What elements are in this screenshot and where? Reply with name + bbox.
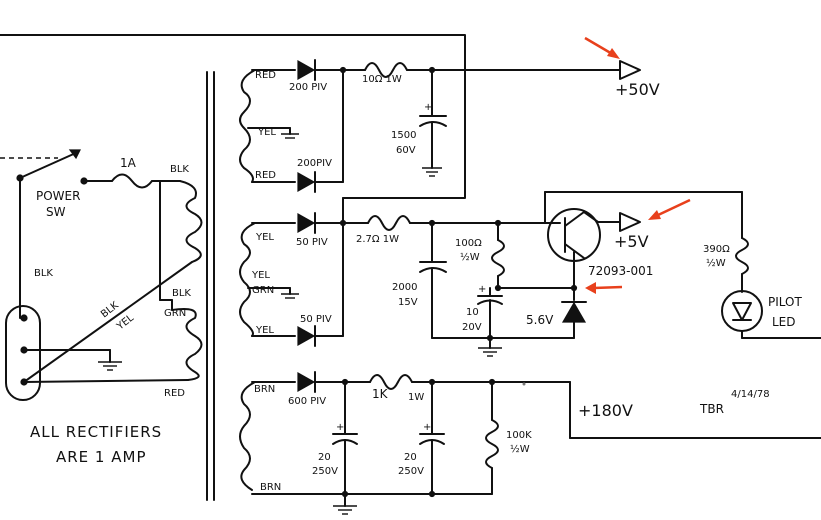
cap-2000-label: 2000 [392, 282, 417, 293]
resistor-100k-watt: ½W [510, 443, 530, 455]
pilot-label: PILOT [768, 295, 802, 309]
wire-red-c: RED [164, 388, 185, 399]
secondary-50v: + [239, 59, 641, 193]
wire-blk-c: BLK [99, 300, 121, 321]
wire-blk-b: BLK [34, 268, 53, 279]
svg-text:+: + [336, 422, 344, 433]
wire-brn-b: BRN [260, 482, 281, 493]
cap-2000-voltage: 15V [398, 297, 418, 308]
svg-text:+: + [424, 102, 432, 113]
signature: TBR [699, 402, 724, 416]
secondary-5v: + [239, 191, 821, 357]
cap-1500-label: 1500 [391, 130, 416, 141]
cap-20b-label: 20 [404, 452, 417, 463]
wire-grn-2: GRN [252, 285, 274, 296]
diode-200piv-b: 200PIV [297, 158, 332, 169]
power-label: POWER [36, 189, 80, 203]
note-line-1: ALL RECTIFIERS [30, 423, 162, 441]
resistor-10-label: 10Ω 1W [362, 74, 402, 85]
cap-1500-voltage: 60V [396, 145, 416, 156]
cap-10-label: 10 [466, 307, 479, 318]
primary-circuit [0, 34, 466, 401]
labels: RED YEL RED 200 PIV 200PIV 10Ω 1W 1500 6… [30, 70, 802, 493]
diode-600piv: 600 PIV [288, 396, 326, 407]
cap-20a-voltage: 250V [312, 466, 338, 477]
led-label: LED [772, 315, 796, 329]
wire-yel-2c: YEL [255, 325, 274, 336]
resistor-1k-watt: 1W [408, 392, 424, 403]
resistor-390-watt: ½W [706, 257, 726, 269]
wire-yel-2b: YEL [251, 270, 270, 281]
wire-blk-d: BLK [172, 288, 191, 299]
annotation-arrows [584, 36, 691, 294]
diode-50piv-a: 50 PIV [296, 237, 328, 248]
cap-20a-label: 20 [318, 452, 331, 463]
resistor-100-watt: ½W [460, 251, 480, 263]
resistor-390-label: 390Ω [703, 244, 730, 255]
wire-yel-top: YEL [257, 127, 276, 138]
resistor-2-7-label: 2.7Ω 1W [356, 234, 399, 245]
wire-red-top: RED [255, 70, 276, 81]
note-line-2: ARE 1 AMP [56, 448, 147, 466]
wire-brn-a: BRN [254, 384, 275, 395]
svg-text:+: + [423, 422, 431, 433]
output-50v-label: +50V [615, 80, 660, 99]
switch-label: SW [46, 205, 66, 219]
resistor-100-label: 100Ω [455, 238, 482, 249]
resistor-1k-label: 1K [372, 387, 389, 401]
svg-text:+: + [478, 284, 486, 295]
output-180v-label: +180V [578, 401, 633, 420]
wire-blk-a: BLK [170, 164, 189, 175]
transistor-label: 72093-001 [588, 264, 653, 278]
cap-20b-voltage: 250V [398, 466, 424, 477]
resistor-100k-label: 100K [506, 430, 532, 441]
output-5v-label: +5V [614, 232, 649, 251]
secondary-180v: + + [239, 371, 821, 515]
diode-200piv-a: 200 PIV [289, 82, 327, 93]
transformer-core [206, 71, 215, 501]
fuse-label: 1A [120, 156, 137, 170]
wire-red-bottom: RED [255, 170, 276, 181]
zener-label: 5.6V [526, 313, 554, 327]
diode-50piv-b: 50 PIV [300, 314, 332, 325]
wire-grn-a: GRN [164, 308, 186, 319]
date-label: 4/14/78 [731, 389, 770, 400]
cap-10-voltage: 20V [462, 322, 482, 333]
wire-yel-2a: YEL [255, 232, 274, 243]
